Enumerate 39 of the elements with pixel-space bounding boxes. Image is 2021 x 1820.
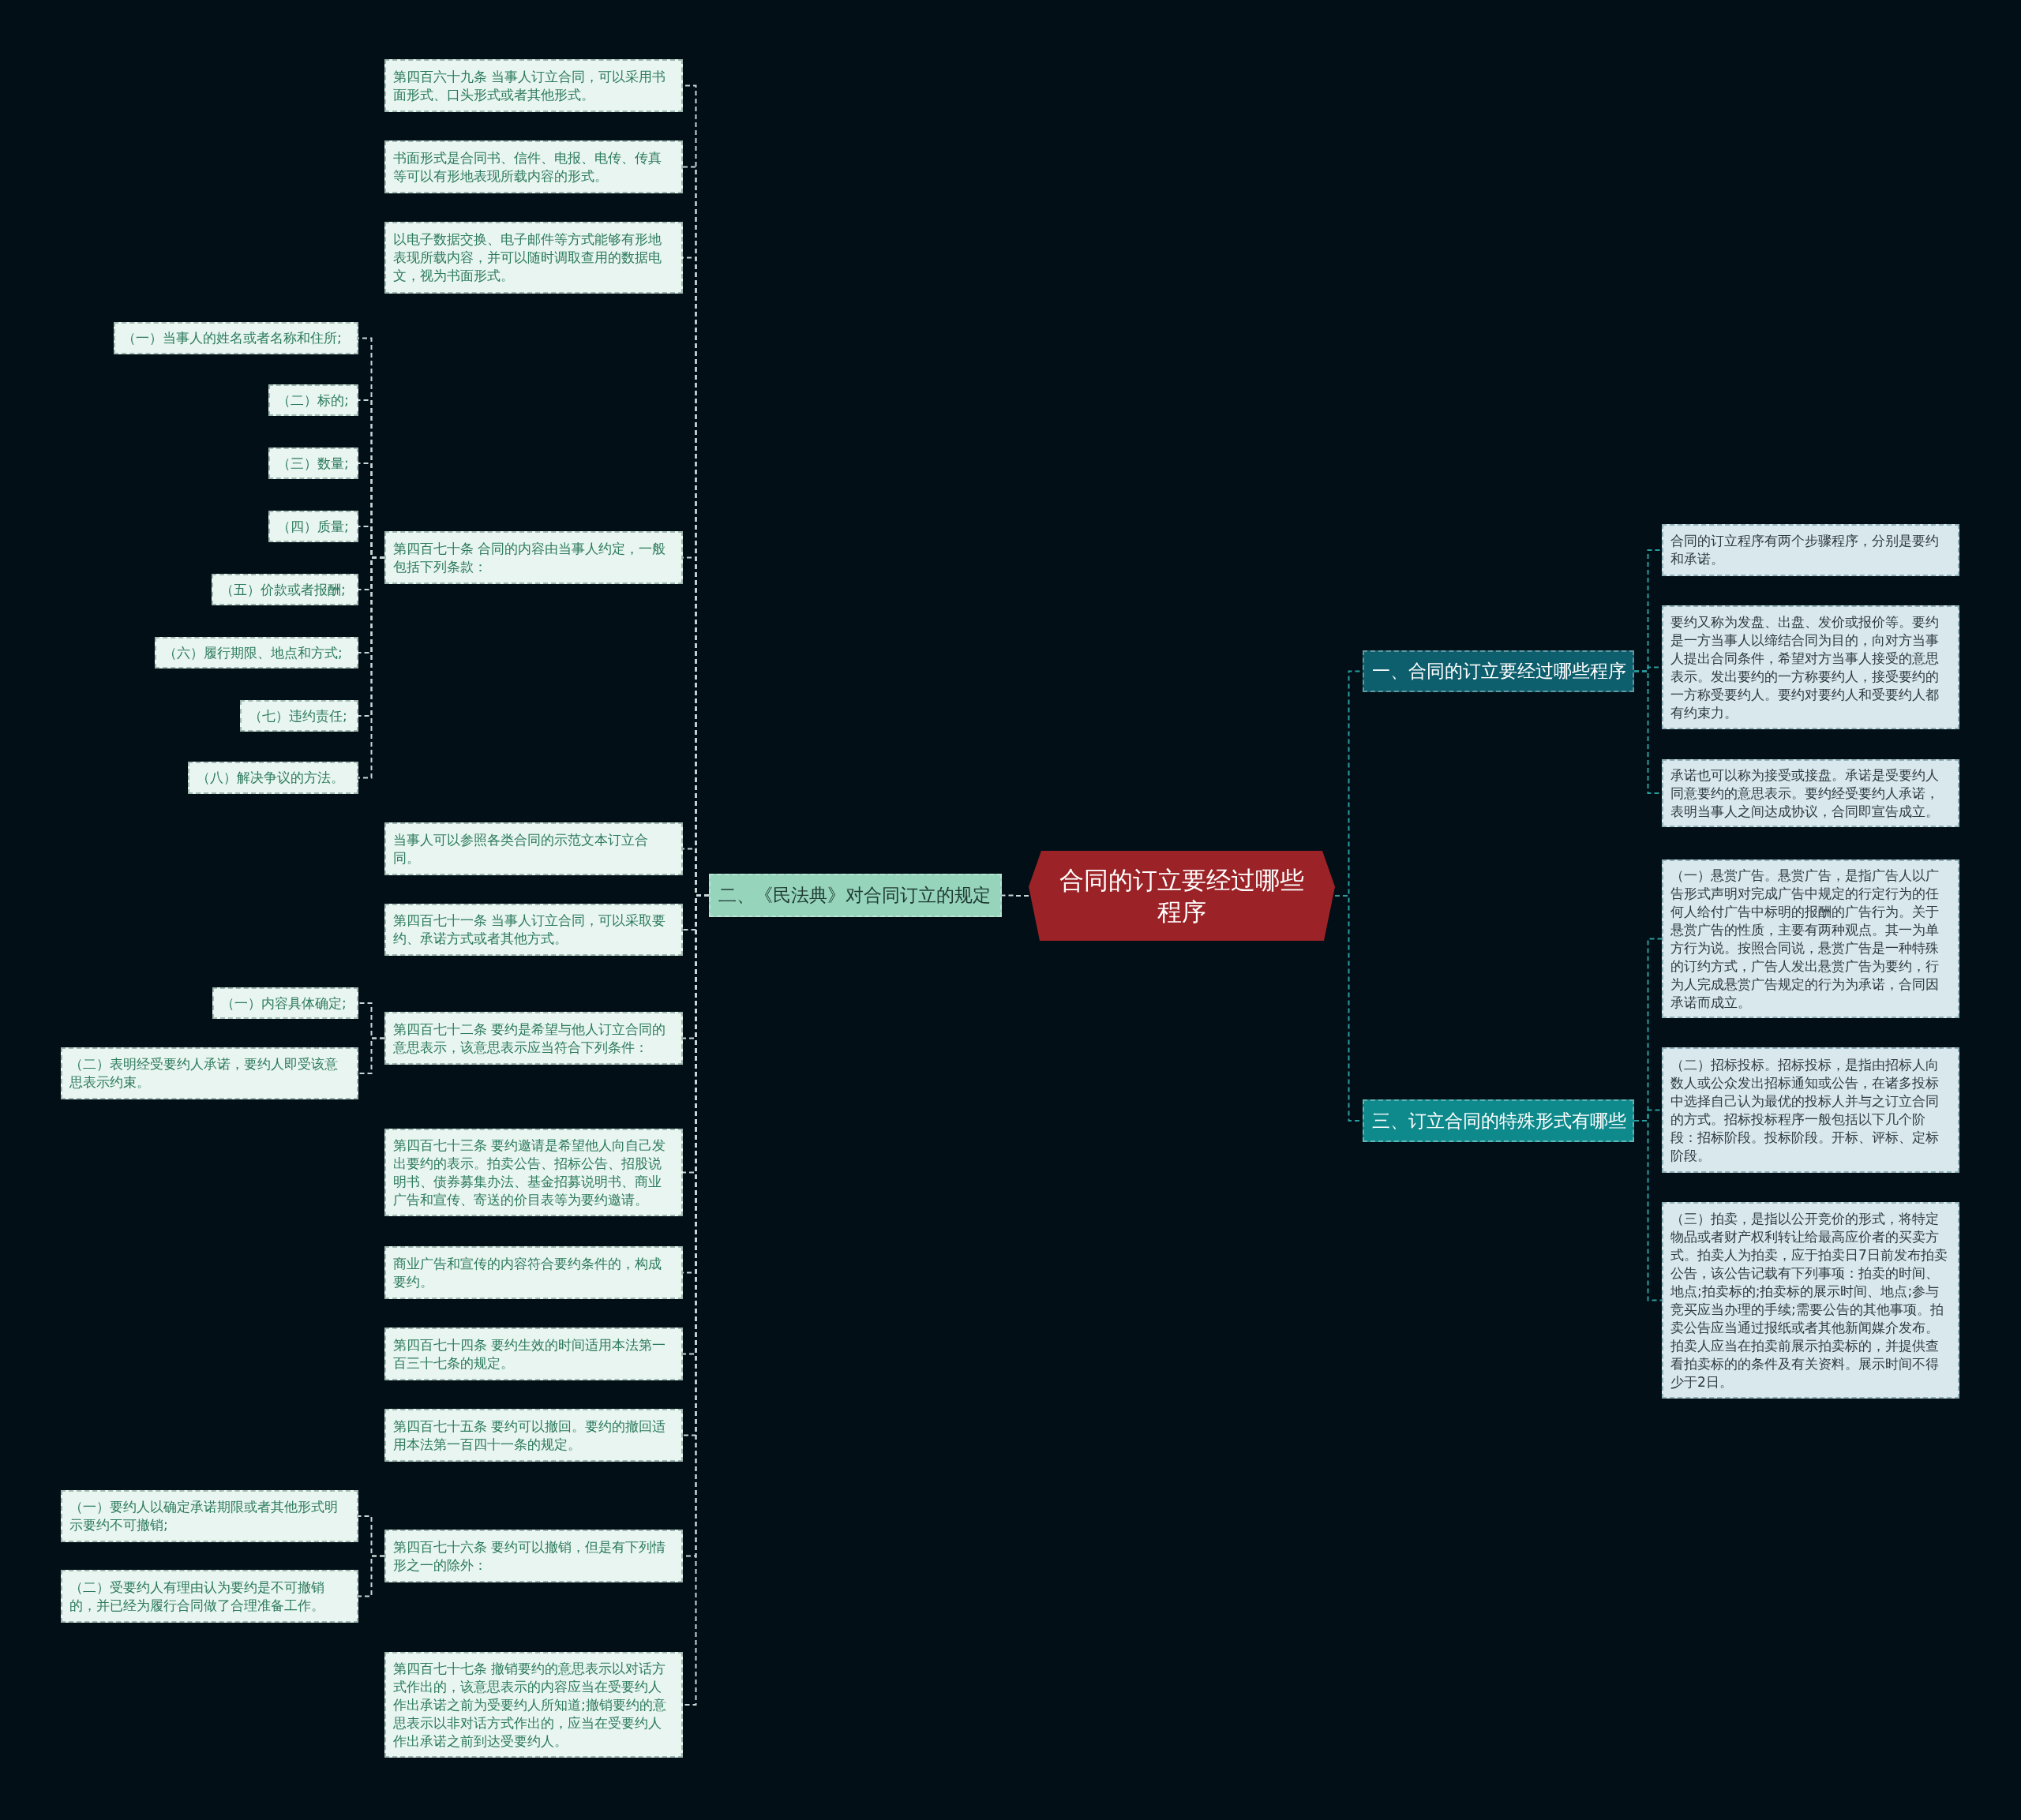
text-box: 第四百七十二条 要约是希望与他人订立合同的意思表示，该意思表示应当符合下列条件： (384, 1012, 683, 1065)
text-box: （一）悬赏广告。悬赏广告，是指广告人以广告形式声明对完成广告中规定的行定行为的任何人给付广告中标明的报酬的广告行为。关于悬赏广告的性质，主要有两种观点。其一为单方行为说。按照合同说，悬赏广告是一种特殊的订约方式，广告人发出悬赏广告为要约，行为人完成悬赏广告规定的行为为承诺，合同因承诺而成立。 (1662, 859, 1959, 1018)
text-box: （八）解决争议的方法。 (188, 762, 358, 794)
text-box: 第四百六十九条 当事人订立合同，可以采用书面形式、口头形式或者其他形式。 (384, 59, 683, 112)
text-box: （一）内容具体确定; (212, 987, 358, 1019)
text-box: 合同的订立程序有两个步骤程序，分别是要约和承诺。 (1662, 524, 1959, 576)
text-box: （二）表明经受要约人承诺，要约人即受该意思表示约束。 (61, 1047, 358, 1099)
text-box: 以电子数据交换、电子邮件等方式能够有形地表现所载内容，并可以随时调取查用的数据电文，视为书面形式。 (384, 222, 683, 294)
connector (358, 1555, 385, 1597)
text-box: （六）履行期限、地点和方式; (155, 637, 358, 668)
text-box: 承诺也可以称为接受或接盘。承诺是受要约人同意要约的意思表示。要约经受要约人承诺，表明当事人之间达成协议，合同即宣告成立。 (1662, 759, 1959, 827)
text-box: （一）当事人的姓名或者名称和住所; (114, 322, 358, 354)
text-box: （二）受要约人有理由认为要约是不可撤销的，并已经为履行合同做了合理准备工作。 (61, 1570, 358, 1623)
connector (358, 1037, 385, 1074)
text-box: 第四百七十一条 当事人订立合同，可以采取要约、承诺方式或者其他方式。 (384, 904, 683, 956)
text-box: 第四百七十条 合同的内容由当事人约定，一般包括下列条款： (384, 531, 683, 584)
text-box: 书面形式是合同书、信件、电报、电传、传真等可以有形地表现所载内容的形式。 (384, 140, 683, 193)
text-box: （五）价款或者报酬; (212, 574, 358, 605)
topic-box: 一、合同的订立要经过哪些程序 (1363, 650, 1634, 692)
topic-box: 三、订立合同的特殊形式有哪些 (1363, 1099, 1634, 1142)
text-box: 第四百七十七条 撤销要约的意思表示以对话方式作出的，该意思表示的内容应当在受要约人作出承诺之前为受要约人所知道;撤销要约的意思表示以非对话方式作出的，应当在受要约人作出承诺之前到达受要约人。 (384, 1652, 683, 1758)
text-box: 第四百七十三条 要约邀请是希望他人向自己发出要约的表示。拍卖公告、招标公告、招股说明书、债券募集办法、基金招募说明书、商业广告和宣传、寄送的价目表等为要约邀请。 (384, 1129, 683, 1216)
text-box: （七）违约责任; (240, 700, 358, 732)
text-box: （三）拍卖，是指以公开竞价的形式，将特定物品或者财产权利转让给最高应价者的买卖方式。拍卖人为拍卖，应于拍卖日7日前发布拍卖公告，该公告记载有下列事项：拍卖的时间、地点;拍卖标的;拍卖标的展示时间、地点;参与竞买应当办理的手续;需要公告的其他事项。拍卖公告应当通过报纸或者其他新闻媒介发布。拍卖人应当在拍卖前展示拍卖标的，并提供查看拍卖标的的条件及有关资料。展示时间不得少于2日。 (1662, 1202, 1959, 1399)
root-node: 合同的订立要经过哪些程序 (1029, 851, 1335, 941)
text-box: （二）招标投标。招标投标，是指由招标人向数人或公众发出招标通知或公告，在诸多投标中选择自己认为最优的投标人并与之订立合同的方式。招标投标程序一般包括以下几个阶段：招标阶段。投标阶段。开标、评标、定标阶段。 (1662, 1047, 1959, 1173)
text-box: 第四百七十四条 要约生效的时间适用本法第一百三十七条的规定。 (384, 1328, 683, 1380)
topic-box: 二、《民法典》对合同订立的规定 (709, 874, 1002, 917)
text-box: 第四百七十五条 要约可以撤回。要约的撤回适用本法第一百四十一条的规定。 (384, 1409, 683, 1462)
text-box: 要约又称为发盘、出盘、发价或报价等。要约是一方当事人以缔结合同为目的，向对方当事人提出合同条件，希望对方当事人接受的意思表示。发出要约的一方称要约人，接受要约的一方称受要约人。要约对要约人和受要约人都有约束力。 (1662, 605, 1959, 729)
text-box: （四）质量; (268, 511, 358, 542)
text-box: （二）标的; (268, 384, 358, 416)
text-box: （一）要约人以确定承诺期限或者其他形式明示要约不可撤销; (61, 1490, 358, 1542)
text-box: 第四百七十六条 要约可以撤销，但是有下列情形之一的除外： (384, 1530, 683, 1582)
connector (1633, 1120, 1663, 1301)
text-box: （三）数量; (268, 448, 358, 479)
text-box: 商业广告和宣传的内容符合要约条件的，构成要约。 (384, 1246, 683, 1299)
text-box: 当事人可以参照各类合同的示范文本订立合同。 (384, 822, 683, 875)
connector (1001, 894, 1029, 897)
